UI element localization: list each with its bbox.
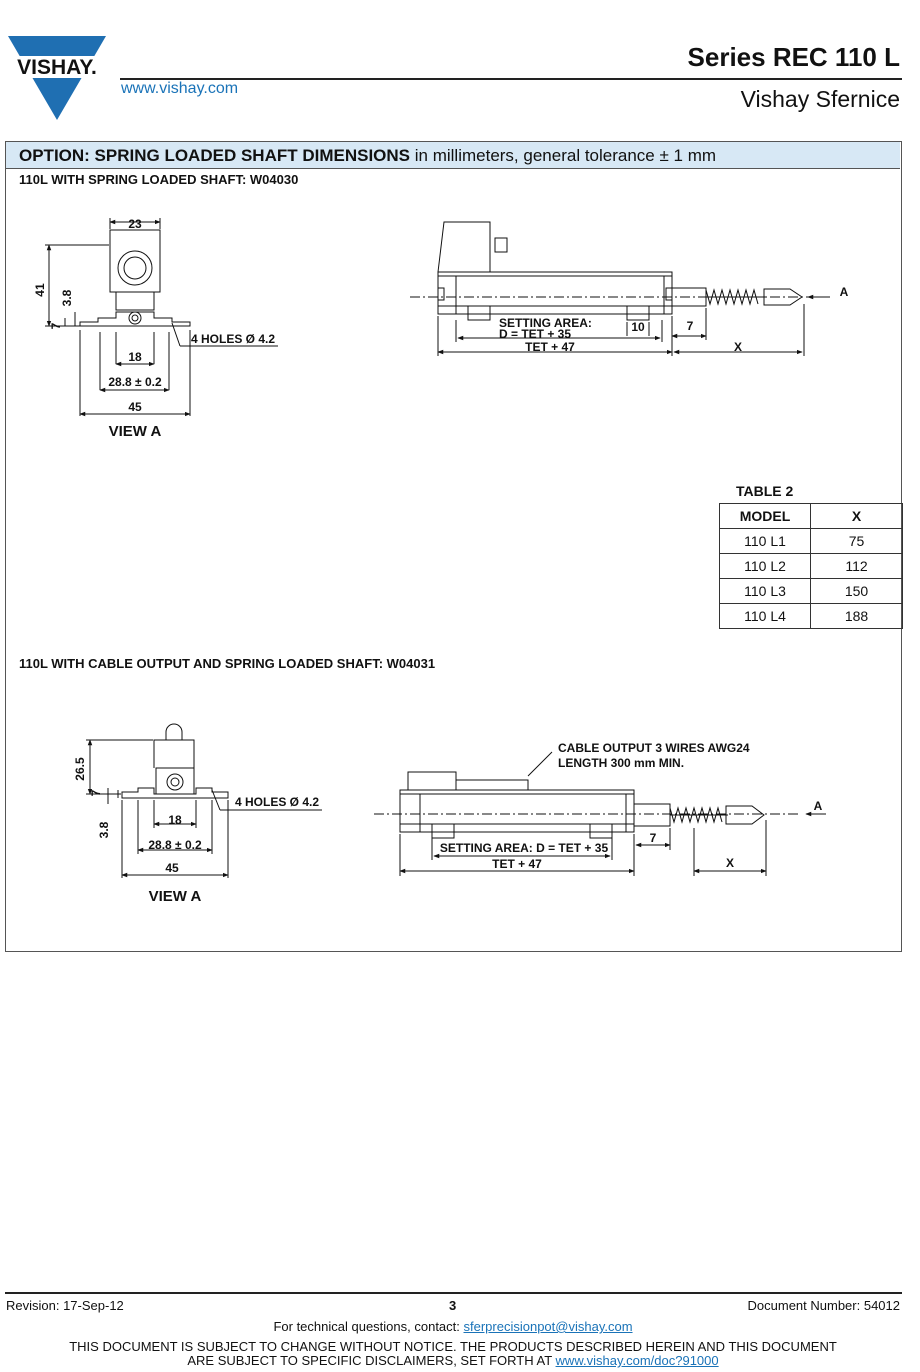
- dim-45-2: 45: [165, 861, 179, 875]
- drawing-2: 26.5 7 3.8 4 HOLES Ø 4.2 18 28.8 ± 0.2 4…: [73, 723, 826, 905]
- cable-length-label: LENGTH 300 mm MIN.: [558, 756, 684, 770]
- cable-output-label: CABLE OUTPUT 3 WIRES AWG24: [558, 741, 750, 755]
- cell-model: 110 L2: [719, 553, 811, 579]
- table-header-row: MODEL X: [719, 503, 903, 529]
- table2-title: TABLE 2: [736, 483, 794, 499]
- header-rule: [120, 78, 902, 80]
- view-a-label: VIEW A: [109, 423, 162, 440]
- mounting-base-2: [121, 787, 229, 799]
- mounting-base: [79, 311, 191, 327]
- website-link[interactable]: www.vishay.com: [121, 80, 239, 97]
- cell-model: 110 L3: [719, 578, 811, 604]
- dim-7: 7: [49, 322, 63, 329]
- dim-3-8: 3.8: [60, 289, 74, 306]
- cell-x: 150: [810, 578, 903, 604]
- shaft-tip: [763, 288, 803, 306]
- cable-gland: [153, 739, 195, 768]
- cell-x: 75: [810, 528, 903, 554]
- dim-26-5: 26.5: [73, 757, 87, 781]
- svg-text:VISHAY.: VISHAY.: [17, 56, 97, 79]
- section-band: [6, 142, 900, 169]
- arrow-a-label-2: A: [814, 799, 823, 813]
- dim-41: 41: [33, 283, 47, 297]
- holes-label-2: 4 HOLES Ø 4.2: [235, 795, 319, 809]
- company-name: Vishay Sfernice: [740, 86, 900, 112]
- dim-18: 18: [128, 350, 142, 364]
- setting-area-label: SETTING AREA:: [499, 316, 592, 330]
- cell-x: 188: [810, 603, 903, 629]
- holes-label: 4 HOLES Ø 4.2: [191, 332, 275, 346]
- cell-model: 110 L1: [719, 528, 811, 554]
- setting-formula: D = TET + 35: [499, 327, 571, 341]
- contact-line: For technical questions, contact: sferpr…: [273, 1319, 633, 1334]
- cell-x: 112: [810, 553, 903, 579]
- connector-body: [109, 229, 161, 293]
- cell-model: 110 L4: [719, 603, 811, 629]
- dim-28-8: 28.8 ± 0.2: [108, 375, 162, 389]
- dim-23: 23: [128, 217, 142, 231]
- housing-body-2: [399, 789, 635, 833]
- dim-7b: 7: [687, 319, 694, 333]
- dim-28-8-2: 28.8 ± 0.2: [148, 838, 202, 852]
- drawing2-subtitle: 110L WITH CABLE OUTPUT AND SPRING LOADED…: [19, 656, 436, 671]
- header-model: MODEL: [719, 503, 811, 529]
- dim-10: 10: [631, 320, 645, 334]
- vishay-logo: VISHAY.: [4, 36, 110, 120]
- dim-3-8: 3.8: [97, 821, 111, 838]
- setting-area-label-2: SETTING AREA: D = TET + 35: [440, 841, 609, 855]
- drawing1-subtitle: 110L WITH SPRING LOADED SHAFT: W04030: [19, 172, 299, 187]
- revision-date: Revision: 17-Sep-12: [6, 1298, 124, 1313]
- housing-body: [437, 271, 673, 315]
- dim-7b-2: 7: [650, 831, 657, 845]
- page-number: 3: [449, 1298, 457, 1313]
- contact-email-link[interactable]: sferprecisionpot@vishay.com: [463, 1319, 633, 1334]
- connector-housing: [437, 221, 491, 273]
- view-a-label-2: VIEW A: [149, 888, 202, 905]
- dim-18-2: 18: [168, 813, 182, 827]
- footer-rule: [5, 1292, 902, 1294]
- drawing-1: 23 41 3.8 7 4 HOLES Ø 4.2 18 28.8 ± 0.2 …: [33, 217, 849, 440]
- connector-circle: [117, 250, 153, 286]
- document-number: Document Number: 54012: [747, 1298, 900, 1313]
- tet-label: TET + 47: [525, 340, 575, 354]
- x-label-2: X: [726, 856, 734, 870]
- x-label: X: [734, 340, 742, 354]
- dim-7: 7: [89, 789, 103, 796]
- shaft-tip-2: [725, 805, 765, 825]
- section-title: OPTION: SPRING LOADED SHAFT DIMENSIONS i…: [19, 146, 717, 165]
- series-title: Series REC 110 L: [687, 42, 900, 72]
- cable-box: [407, 771, 457, 791]
- header-x: X: [810, 503, 903, 529]
- disclaimer-line-2: ARE SUBJECT TO SPECIFIC DISCLAIMERS, SET…: [187, 1353, 719, 1368]
- disclaimer-link[interactable]: www.vishay.com/doc?91000: [555, 1353, 719, 1368]
- tet-label-2: TET + 47: [492, 857, 542, 871]
- shaft-collar-2: [633, 803, 671, 827]
- arrow-a-label: A: [840, 285, 849, 299]
- disclaimer-line-1: THIS DOCUMENT IS SUBJECT TO CHANGE WITHO…: [69, 1339, 837, 1354]
- dim-45: 45: [128, 400, 142, 414]
